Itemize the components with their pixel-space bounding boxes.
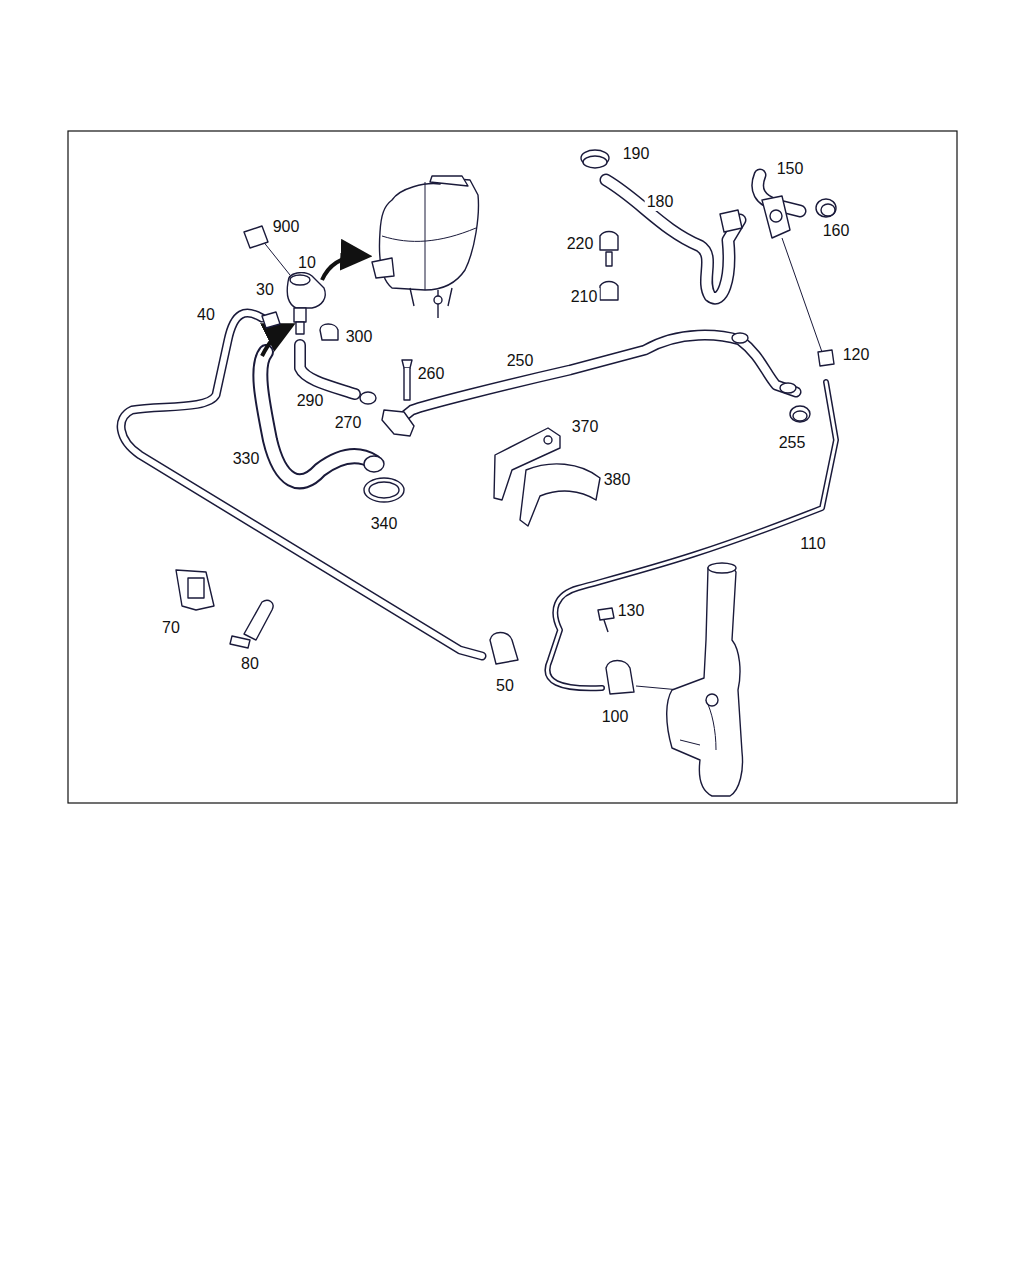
drawing-part [402,335,796,418]
callout-number: 30 [254,281,276,299]
callout-number: 40 [195,306,217,324]
callout-number: 300 [344,328,375,346]
drawing-part [600,282,618,301]
drawing-part [818,350,834,366]
drawing-part [290,275,310,285]
drawing-part [369,482,399,498]
drawing-part [816,199,836,217]
drawing-part [762,196,790,238]
drawing-part [244,600,273,640]
drawing-part [793,411,807,421]
drawing-part [188,578,204,598]
drawing-part [604,620,608,632]
drawing-part [364,478,404,502]
callout-number: 130 [616,602,647,620]
callout-number: 250 [505,352,536,370]
drawing-part [598,608,614,620]
callout-number: 260 [416,365,447,383]
drawing-part [382,228,476,241]
drawing-part [600,232,618,251]
callout-number: 110 [798,535,828,553]
drawing-part [300,345,355,394]
drawing-part [790,406,810,422]
callout-number: 220 [565,235,596,253]
drawing-part [262,326,290,356]
callout-number: 160 [821,222,852,240]
clamps-and-clips [176,150,836,694]
drawing-part [360,392,376,404]
drawing-part [296,322,304,334]
drawing-part [706,694,718,706]
drawing-part [364,456,384,472]
drawing-part [262,240,290,275]
drawing-part [294,308,306,322]
drawing-part [583,156,607,168]
washer-tank [667,563,743,796]
drawing-part [430,176,468,186]
drawing-part [382,410,414,436]
drawing-part [262,312,280,328]
drawing-part [732,333,748,343]
drawing-part [720,210,742,232]
drawing-part [520,464,600,526]
drawing-part [770,210,782,222]
drawing-part [287,273,325,308]
drawing-part [425,182,426,290]
drawing-part [404,368,410,400]
drawing-part [544,436,552,444]
callout-number: 10 [296,254,318,272]
drawing-part [434,296,442,304]
callout-number: 190 [621,145,652,163]
pump [244,226,325,334]
callout-number: 330 [231,450,262,468]
drawing-part [821,204,835,216]
drawing-part [176,570,214,610]
drawing-part [230,636,250,648]
drawing-part [402,335,796,418]
drawing-part [606,252,612,266]
drawing-part [547,382,836,688]
callout-number: 80 [239,655,261,673]
drawing-part [680,700,716,750]
drawing-part [320,324,338,340]
frame [68,131,957,803]
callout-number: 255 [777,434,808,452]
drawing-part [260,352,374,481]
callout-number: 120 [841,346,872,364]
drawing-part [402,360,412,368]
callout-number: 70 [160,619,182,637]
drawing-part [780,383,796,393]
drawing-part [244,226,268,248]
drawing-part [372,258,394,278]
callout-number: 210 [569,288,600,306]
drawing-part [490,633,518,665]
drawing-part [708,563,736,573]
callout-number: 150 [775,160,806,178]
drawing-part [410,288,452,318]
drawing-part [300,345,355,394]
callout-number: 370 [570,418,601,436]
drawing-part [606,661,634,695]
drawing-part [667,565,743,796]
drawing-part [547,382,836,688]
callout-number: 380 [602,471,633,489]
drawing-part [606,180,740,298]
callout-number: 50 [494,677,516,695]
callout-number: 180 [645,193,676,211]
callout-number: 340 [369,515,400,533]
drawing-part [121,313,482,656]
coolant-reservoir [372,176,478,318]
drawing-part [121,313,482,656]
drawing-part [782,238,822,352]
callout-number: 290 [295,392,326,410]
callout-number: 270 [333,414,364,432]
drawing-part [322,256,366,280]
callout-number: 100 [600,708,631,726]
callout-number: 900 [271,218,302,236]
drawing-part [606,180,740,298]
drawing-part [260,352,374,481]
